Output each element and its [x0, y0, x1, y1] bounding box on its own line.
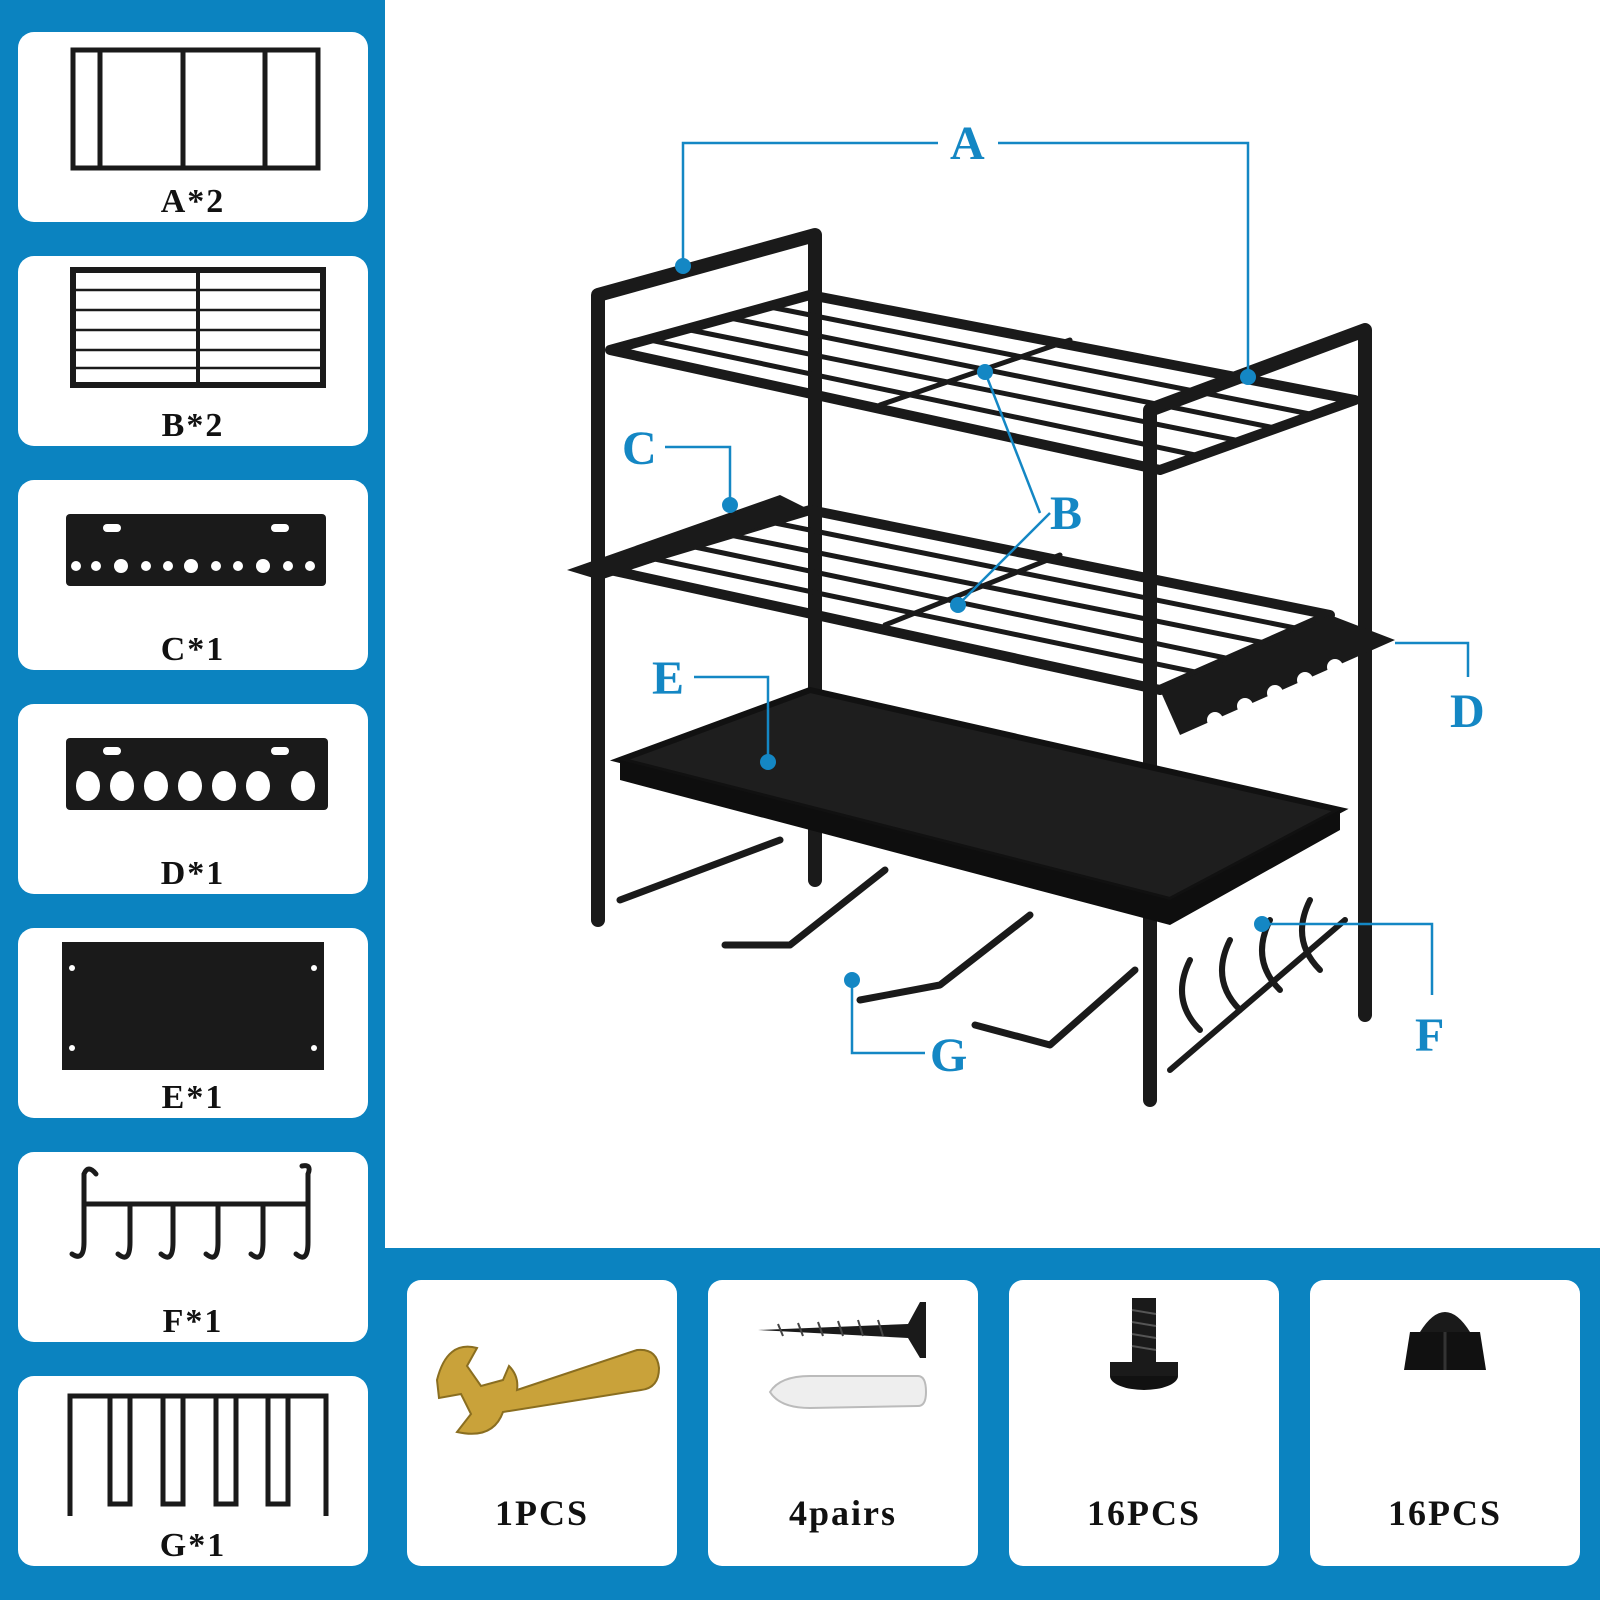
hardware-label-screw-anchor: 4pairs: [788, 1493, 897, 1533]
part-card-d: D*1: [18, 704, 368, 894]
part-card-c: C*1: [18, 480, 368, 670]
hardware-card-cap-nut: 16PCS: [1310, 1280, 1580, 1566]
callout-c: C: [622, 422, 657, 475]
wrench-icon: [435, 1345, 661, 1435]
assembled-rack-illustration: [567, 141, 1470, 1107]
part-label-g: G*1: [159, 1527, 227, 1564]
small-hole-plate-icon: [66, 514, 326, 586]
hardware-card-wrench: 1PCS: [407, 1280, 677, 1566]
part-card-g: G*1: [18, 1376, 368, 1566]
part-label-d: D*1: [160, 855, 226, 892]
hardware-label-bolt: 16PCS: [1086, 1493, 1201, 1533]
part-label-c: C*1: [160, 631, 226, 668]
part-card-b: B*2: [18, 256, 368, 446]
part-label-e: E*1: [161, 1079, 225, 1116]
hardware-card-bolt: 16PCS: [1009, 1280, 1279, 1566]
hardware-label-cap-nut: 16PCS: [1387, 1493, 1502, 1533]
hook-bar-icon: [69, 1163, 312, 1260]
part-card-e: E*1: [18, 928, 368, 1118]
main-panel: [385, 0, 1600, 1248]
callout-d: D: [1450, 685, 1485, 738]
part-label-a: A*2: [160, 183, 226, 220]
part-label-b: B*2: [161, 407, 225, 444]
callout-g: G: [930, 1029, 968, 1082]
bolt-icon: [1110, 1298, 1178, 1390]
solid-shelf-icon: [62, 942, 324, 1070]
drill-holder-icon: [67, 1393, 329, 1516]
cap-nut-icon: [1404, 1312, 1486, 1370]
side-frame-icon: [70, 47, 321, 171]
callout-e: E: [652, 652, 685, 705]
part-card-f: F*1: [18, 1152, 368, 1342]
large-hole-plate-icon: [66, 738, 328, 810]
part-card-a: A*2: [18, 32, 368, 222]
callout-a: A: [950, 117, 985, 170]
wire-shelf-icon: [70, 267, 326, 388]
callout-b: B: [1050, 487, 1083, 540]
screw-anchor-icon: [758, 1302, 928, 1410]
hardware-card-screw-anchor: 4pairs: [708, 1280, 978, 1566]
callout-f: F: [1415, 1009, 1445, 1062]
part-label-f: F*1: [162, 1303, 224, 1340]
hardware-label-wrench: 1PCS: [494, 1493, 589, 1533]
